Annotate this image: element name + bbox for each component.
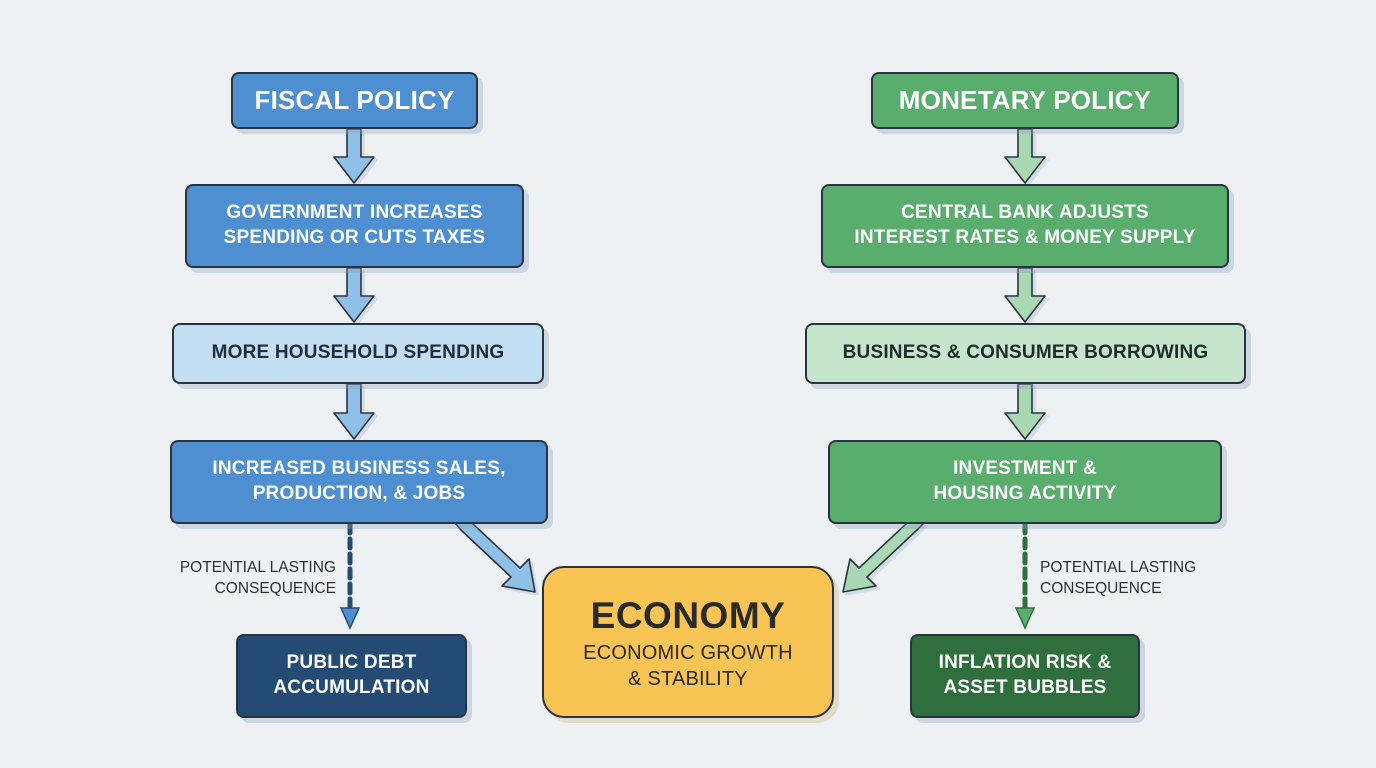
step-text-line: PUBLIC DEBT: [286, 652, 417, 674]
economy-subtitle-line: ECONOMIC GROWTH: [583, 642, 793, 665]
monetary-consequence-label: POTENTIAL LASTING CONSEQUENCE: [1040, 558, 1240, 600]
monetary-title-text: MONETARY POLICY: [898, 84, 1152, 115]
step-text-line: BUSINESS & CONSUMER BORROWING: [842, 342, 1209, 364]
step-text-line: SPENDING OR CUTS TAXES: [223, 227, 486, 248]
economy-title: ECONOMY: [590, 594, 786, 636]
step-text-line: CENTRAL BANK ADJUSTS: [901, 202, 1149, 224]
monetary-consequence-inflation: INFLATION RISK & ASSET BUBBLES: [910, 634, 1140, 718]
arrow-diagonal-icon: [454, 522, 536, 593]
label-line: CONSEQUENCE: [1040, 579, 1162, 597]
step-text-line: HOUSING ACTIVITY: [933, 483, 1117, 504]
fiscal-step-government-spending: GOVERNMENT INCREASES SPENDING OR CUTS TA…: [185, 184, 524, 268]
arrow-down-icon: [333, 128, 375, 440]
step-text-line: INVESTMENT &: [953, 458, 1097, 480]
fiscal-step-household-spending: MORE HOUSEHOLD SPENDING: [172, 323, 544, 384]
step-text-line: PRODUCTION, & JOBS: [252, 483, 466, 504]
monetary-step-central-bank: CENTRAL BANK ADJUSTS INTEREST RATES & MO…: [821, 184, 1229, 268]
dashed-arrow-icon: [339, 521, 361, 630]
step-text-line: GOVERNMENT INCREASES: [226, 202, 483, 224]
dashed-arrow-icon: [1014, 521, 1036, 630]
economy-node: ECONOMY ECONOMIC GROWTH & STABILITY: [542, 566, 834, 718]
fiscal-consequence-public-debt: PUBLIC DEBT ACCUMULATION: [236, 634, 467, 718]
fiscal-title-text: FISCAL POLICY: [254, 84, 455, 115]
monetary-policy-title: MONETARY POLICY: [871, 72, 1179, 129]
label-line: POTENTIAL LASTING: [1040, 559, 1197, 576]
arrow-diagonal-icon: [842, 522, 925, 593]
label-line: CONSEQUENCE: [214, 579, 336, 597]
monetary-step-investment-housing: INVESTMENT & HOUSING ACTIVITY: [828, 440, 1222, 524]
step-text-line: INCREASED BUSINESS SALES,: [212, 458, 506, 480]
economy-subtitle-line: & STABILITY: [628, 668, 748, 691]
step-text-line: ASSET BUBBLES: [943, 677, 1107, 698]
step-text-line: INFLATION RISK &: [938, 652, 1112, 674]
step-text-line: MORE HOUSEHOLD SPENDING: [211, 342, 505, 364]
step-text-line: ACCUMULATION: [273, 677, 430, 698]
fiscal-step-business-sales: INCREASED BUSINESS SALES, PRODUCTION, & …: [170, 440, 548, 524]
fiscal-policy-title: FISCAL POLICY: [231, 72, 478, 129]
monetary-step-borrowing: BUSINESS & CONSUMER BORROWING: [805, 323, 1246, 384]
fiscal-consequence-label: POTENTIAL LASTING CONSEQUENCE: [150, 558, 336, 600]
label-line: POTENTIAL LASTING: [179, 559, 336, 576]
arrow-down-icon: [1004, 128, 1046, 440]
step-text-line: INTEREST RATES & MONEY SUPPLY: [854, 227, 1196, 248]
